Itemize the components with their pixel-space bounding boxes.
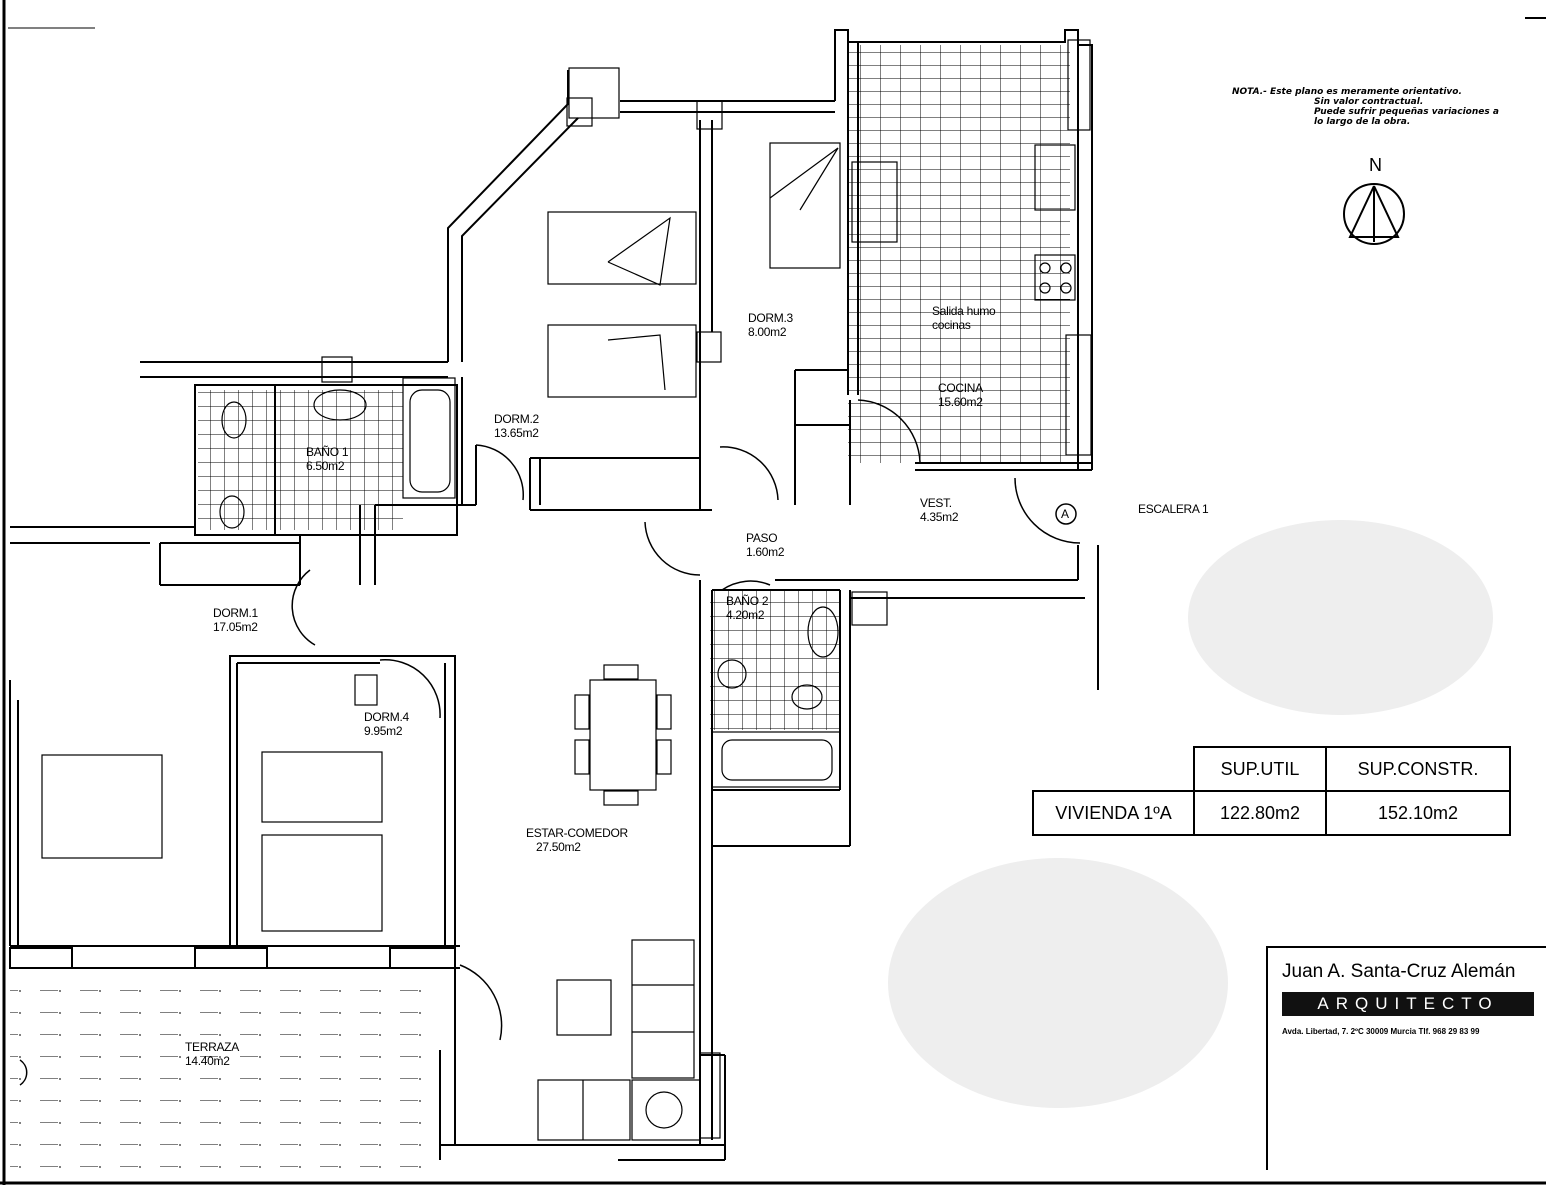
room-name: DORM.3 (748, 311, 793, 325)
escalera-label: ESCALERA 1 (1138, 502, 1209, 516)
door-swings (19, 399, 1081, 1086)
note-line: lo largo de la obra. (1314, 117, 1411, 127)
room-area: 15.60m2 (938, 395, 983, 409)
table-header-cell: SUP.UTIL (1193, 746, 1327, 792)
table-header-cell: SUP.CONSTR. (1325, 746, 1511, 792)
stair-marker-letter: A (1061, 507, 1069, 521)
room-area: 1.60m2 (746, 545, 785, 559)
note-line: Puede sufrir pequeñas variaciones a (1314, 107, 1499, 117)
furniture (41, 39, 1092, 1141)
architect-address: Avda. Libertad, 7. 2ºC 30009 Murcia Tlf.… (1282, 1027, 1480, 1036)
room-area: 17.05m2 (213, 620, 258, 634)
salida-line: Salida humo (932, 304, 996, 318)
walls (9, 29, 1099, 1161)
kitchen-tile-floor (848, 45, 1070, 463)
room-area: 4.20m2 (726, 608, 765, 622)
room-name: ESTAR-COMEDOR (526, 826, 628, 840)
room-area: 8.00m2 (748, 325, 787, 339)
room-name: TERRAZA (185, 1040, 239, 1054)
north-label: N (1369, 155, 1382, 175)
room-area: 6.50m2 (306, 459, 345, 473)
note-line: NOTA.- Este plano es meramente orientati… (1232, 87, 1462, 97)
stair-marker-icon (1055, 503, 1077, 525)
room-label-vest: VEST.4.35m2 (920, 496, 959, 524)
terrace-floor (10, 972, 440, 1172)
table-row: VIVIENDA 1ºA 122.80m2 152.10m2 (1032, 790, 1511, 836)
table-header-row: SUP.UTIL SUP.CONSTR. (1033, 746, 1511, 792)
room-name: BAÑO 1 (306, 445, 349, 459)
bano1-tile-floor (198, 390, 403, 530)
room-area: 9.95m2 (364, 724, 403, 738)
note-line: Sin valor contractual. (1314, 97, 1424, 107)
north-arrow-icon (1343, 183, 1405, 245)
surface-table: SUP.UTIL SUP.CONSTR. VIVIENDA 1ºA 122.80… (1032, 746, 1511, 836)
room-name: PASO (746, 531, 778, 545)
table-header-cell (1033, 747, 1195, 792)
room-area: 13.65m2 (494, 426, 539, 440)
architect-title-block (1266, 946, 1546, 1170)
room-name: DORM.2 (494, 412, 539, 426)
redaction-blob (888, 858, 1228, 1108)
salida-line: cocinas (932, 318, 971, 332)
room-name: COCINA (938, 381, 983, 395)
architect-title: ARQUITECTO (1282, 992, 1534, 1016)
architect-name: Juan A. Santa-Cruz Alemán (1282, 961, 1516, 982)
room-area: 27.50m2 (536, 840, 581, 854)
room-name: DORM.4 (364, 710, 409, 724)
plan-note: NOTA.- Este plano es meramente orientati… (1232, 87, 1499, 127)
table-cell: VIVIENDA 1ºA (1032, 790, 1195, 836)
room-name: BAÑO 2 (726, 594, 769, 608)
table-cell: 122.80m2 (1193, 790, 1327, 836)
room-name: DORM.1 (213, 606, 258, 620)
redaction-blob (1188, 520, 1493, 715)
room-area: 4.35m2 (920, 510, 959, 524)
room-name: VEST. (920, 496, 952, 510)
table-cell: 152.10m2 (1325, 790, 1511, 836)
room-area: 14.40m2 (185, 1054, 230, 1068)
